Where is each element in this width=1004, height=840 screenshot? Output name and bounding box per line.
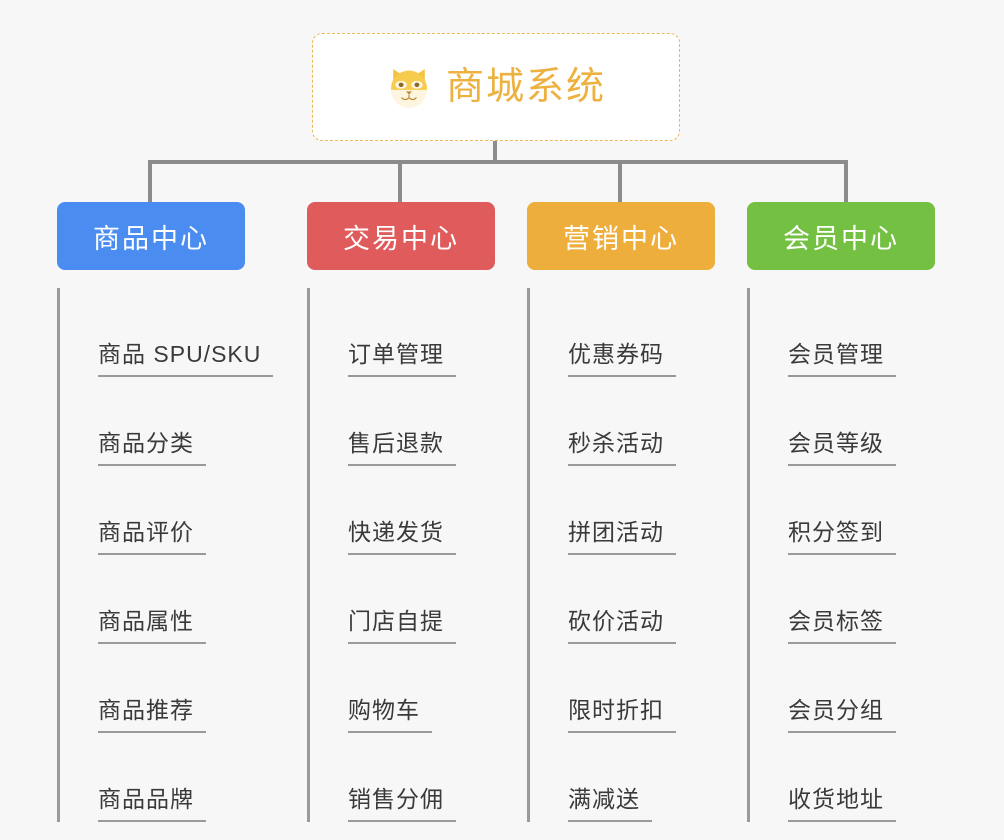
list-item[interactable]: 商品属性	[60, 555, 273, 644]
leaf-label: 会员分组	[788, 691, 896, 733]
leaf-label: 商品属性	[98, 602, 206, 644]
branch-column-product-center: 商品中心 商品 SPU/SKU 商品分类 商品评价 商品属性 商品推荐 商品品牌	[57, 202, 274, 822]
branch-header-member-center[interactable]: 会员中心	[747, 202, 935, 270]
branch-items-product-center: 商品 SPU/SKU 商品分类 商品评价 商品属性 商品推荐 商品品牌	[57, 288, 274, 822]
list-item[interactable]: 收货地址	[750, 733, 935, 822]
list-item[interactable]: 积分签到	[750, 466, 935, 555]
list-item[interactable]: 购物车	[310, 644, 495, 733]
list-item[interactable]: 订单管理	[310, 288, 495, 377]
list-item[interactable]: 售后退款	[310, 377, 495, 466]
leaf-label: 拼团活动	[568, 513, 676, 555]
connector-drop-2	[398, 160, 402, 202]
branch-column-member-center: 会员中心 会员管理 会员等级 积分签到 会员标签 会员分组 收货地址	[747, 202, 935, 822]
leaf-label: 购物车	[348, 691, 432, 733]
list-item[interactable]: 会员等级	[750, 377, 935, 466]
leaf-label: 满减送	[568, 780, 652, 822]
leaf-label: 商品 SPU/SKU	[98, 335, 274, 377]
list-item[interactable]: 砍价活动	[530, 555, 715, 644]
list-item[interactable]: 快递发货	[310, 466, 495, 555]
list-item[interactable]: 会员分组	[750, 644, 935, 733]
list-item[interactable]: 商品 SPU/SKU	[60, 288, 274, 377]
list-item[interactable]: 优惠券码	[530, 288, 715, 377]
leaf-label: 商品评价	[98, 513, 206, 555]
leaf-label: 商品推荐	[98, 691, 206, 733]
list-item[interactable]: 拼团活动	[530, 466, 715, 555]
list-item[interactable]: 商品评价	[60, 466, 273, 555]
leaf-label: 收货地址	[788, 780, 896, 822]
branch-items-member-center: 会员管理 会员等级 积分签到 会员标签 会员分组 收货地址	[747, 288, 935, 822]
leaf-label: 限时折扣	[568, 691, 676, 733]
list-item[interactable]: 会员标签	[750, 555, 935, 644]
list-item[interactable]: 限时折扣	[530, 644, 715, 733]
leaf-label: 会员标签	[788, 602, 896, 644]
branch-items-transaction-center: 订单管理 售后退款 快递发货 门店自提 购物车 销售分佣	[307, 288, 495, 822]
leaf-label: 积分签到	[788, 513, 896, 555]
branch-items-marketing-center: 优惠券码 秒杀活动 拼团活动 砍价活动 限时折扣 满减送	[527, 288, 715, 822]
root-node-title: 商城系统	[445, 66, 606, 108]
leaf-label: 会员等级	[788, 424, 896, 466]
list-item[interactable]: 商品品牌	[60, 733, 273, 822]
branch-header-transaction-center[interactable]: 交易中心	[307, 202, 495, 270]
list-item[interactable]: 商品分类	[60, 377, 273, 466]
root-node-mall-system[interactable]: 商城系统	[312, 33, 680, 141]
branch-header-marketing-center[interactable]: 营销中心	[527, 202, 715, 270]
list-item[interactable]: 商品推荐	[60, 644, 273, 733]
list-item[interactable]: 秒杀活动	[530, 377, 715, 466]
list-item[interactable]: 销售分佣	[310, 733, 495, 822]
connector-horizontal-bus	[148, 160, 848, 164]
list-item[interactable]: 会员管理	[750, 288, 935, 377]
branch-column-transaction-center: 交易中心 订单管理 售后退款 快递发货 门店自提 购物车 销售分佣	[307, 202, 495, 822]
leaf-label: 优惠券码	[568, 335, 676, 377]
branch-header-product-center[interactable]: 商品中心	[57, 202, 245, 270]
shiba-dog-face-icon	[391, 69, 427, 108]
connector-drop-3	[618, 160, 622, 202]
leaf-label: 售后退款	[348, 424, 456, 466]
leaf-label: 门店自提	[348, 602, 456, 644]
leaf-label: 快递发货	[348, 513, 456, 555]
leaf-label: 会员管理	[788, 335, 896, 377]
leaf-label: 商品分类	[98, 424, 206, 466]
connector-root-stem	[493, 141, 497, 163]
leaf-label: 商品品牌	[98, 780, 206, 822]
leaf-label: 砍价活动	[568, 602, 676, 644]
connector-drop-4	[844, 160, 848, 202]
list-item[interactable]: 满减送	[530, 733, 715, 822]
leaf-label: 秒杀活动	[568, 424, 676, 466]
leaf-label: 销售分佣	[348, 780, 456, 822]
list-item[interactable]: 门店自提	[310, 555, 495, 644]
connector-drop-1	[148, 160, 152, 202]
branch-column-marketing-center: 营销中心 优惠券码 秒杀活动 拼团活动 砍价活动 限时折扣 满减送	[527, 202, 715, 822]
leaf-label: 订单管理	[348, 335, 456, 377]
